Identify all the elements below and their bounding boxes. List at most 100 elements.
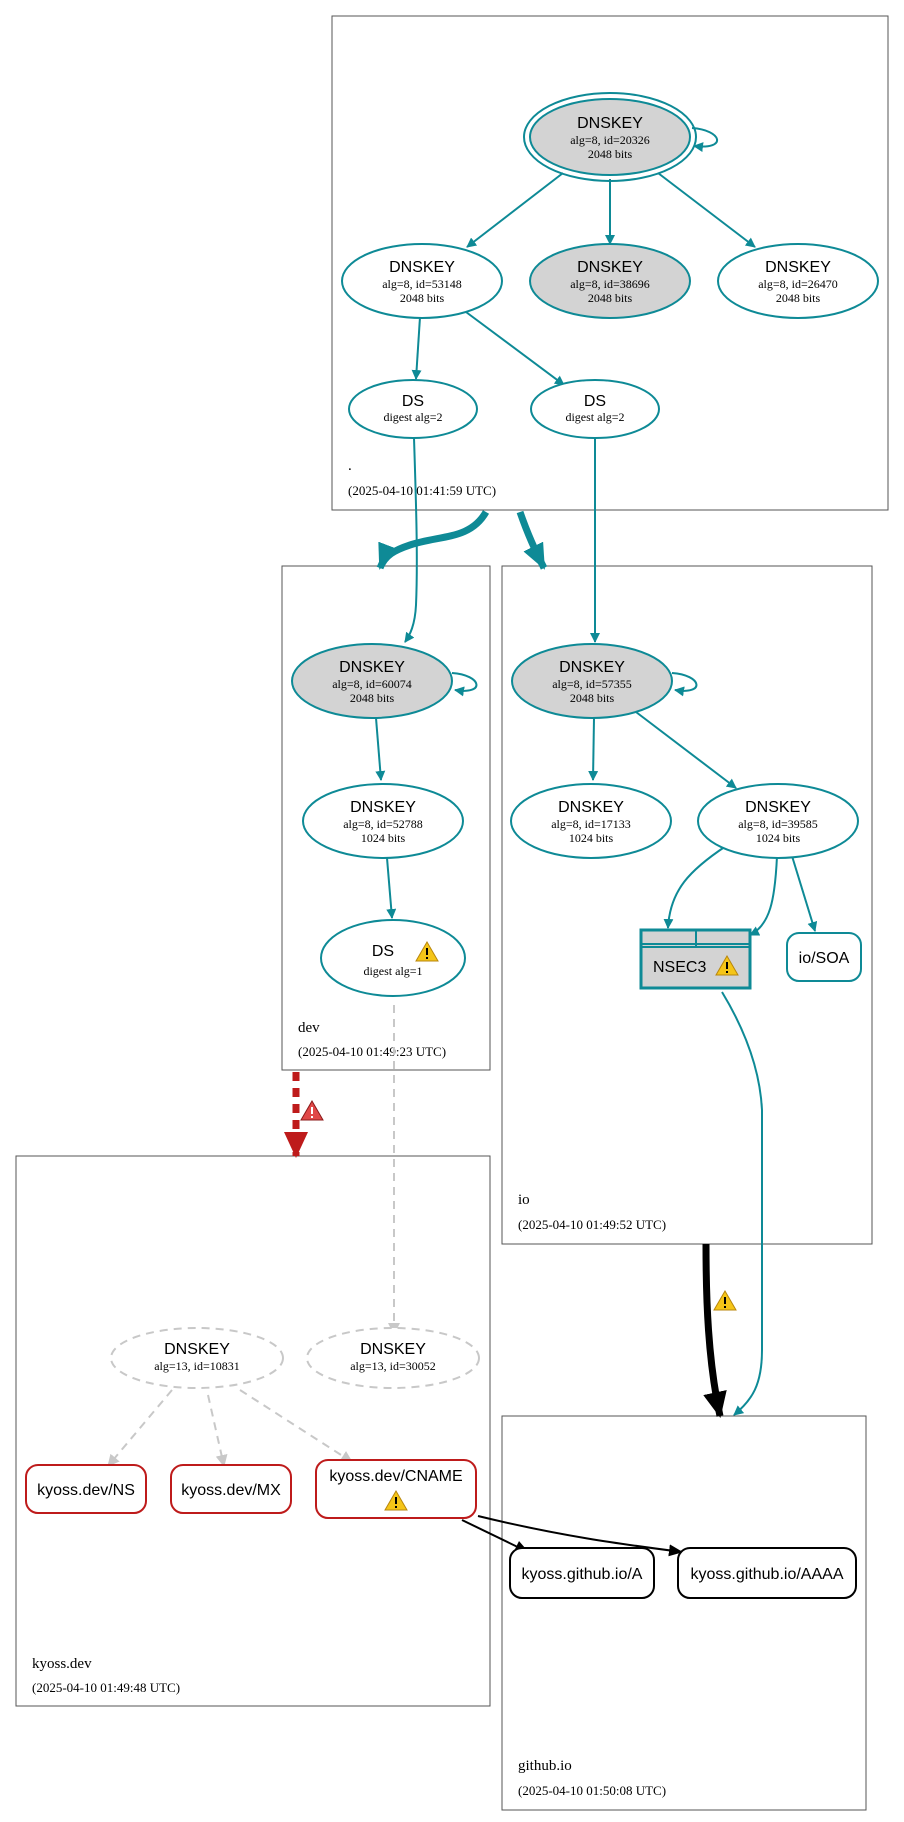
- zone-kyoss-time: (2025-04-10 01:49:48 UTC): [32, 1680, 180, 1695]
- zone-dev-time: (2025-04-10 01:49:23 UTC): [298, 1044, 446, 1059]
- edge-nsec3-github: [721, 991, 763, 1416]
- edge-root-ksk-zsk3: [657, 172, 756, 248]
- edges: [107, 127, 818, 1557]
- edge-root-ksk-zsk1: [466, 172, 564, 248]
- node-title: DNSKEY: [360, 1341, 426, 1358]
- node-github-a-title: kyoss.github.io/A: [522, 1566, 643, 1583]
- warning-icon: [384, 1490, 408, 1511]
- node-io-zsk-39585[interactable]: DNSKEY alg=8, id=39585 1024 bits: [697, 783, 859, 859]
- zone-github-name: github.io: [518, 1758, 572, 1774]
- node-root-ksk-id: alg=8, id=20326: [570, 133, 650, 147]
- edge-kyoss-key1-mx: [207, 1394, 228, 1467]
- node-dev-ksk[interactable]: DNSKEY alg=8, id=60074 2048 bits: [291, 643, 453, 719]
- edge-dev-zsk-ds: [386, 857, 397, 919]
- edge-dev-ksk-zsk: [375, 717, 386, 781]
- node-title: DS: [584, 393, 606, 410]
- node-ds-kyoss[interactable]: DS digest alg=1: [320, 919, 466, 997]
- edge-ds-dev-ksk: [404, 437, 418, 643]
- node-kyoss-ns-title: kyoss.dev/NS: [37, 1482, 135, 1499]
- zone-io-time: (2025-04-10 01:49:52 UTC): [518, 1217, 666, 1232]
- edge-io-ksk-zsk1: [588, 717, 599, 781]
- warning-icon: [715, 955, 739, 976]
- node-root-ksk[interactable]: DNSKEY alg=8, id=20326 2048 bits: [523, 92, 697, 182]
- zone-root: . (2025-04-10 01:41:59 UTC): [331, 15, 889, 511]
- node-kyoss-mx[interactable]: kyoss.dev/MX: [170, 1464, 292, 1514]
- edge-deleg-io-github: [702, 1243, 727, 1418]
- error-icon: [300, 1100, 324, 1121]
- node-nsec3-title: NSEC3: [653, 959, 706, 976]
- node-title: DNSKEY: [389, 259, 455, 276]
- warning-icon: [415, 941, 439, 962]
- node-io-zsk-17133[interactable]: DNSKEY alg=8, id=17133 1024 bits: [510, 783, 672, 859]
- edge-cname-aaaa: [477, 1515, 683, 1557]
- edge-kyoss-key1-ns: [107, 1389, 173, 1467]
- node-bits: 2048 bits: [570, 691, 615, 705]
- node-id: alg=8, id=57355: [552, 677, 632, 691]
- edge-io-zsk2-soa: [791, 855, 818, 932]
- edge-io-ksk-self: [671, 672, 698, 697]
- node-title: DNSKEY: [577, 259, 643, 276]
- node-bits: 2048 bits: [776, 291, 821, 305]
- node-io-ksk[interactable]: DNSKEY alg=8, id=57355 2048 bits: [511, 643, 673, 719]
- node-id: alg=8, id=60074: [332, 677, 412, 691]
- node-github-aaaa[interactable]: kyoss.github.io/AAAA: [677, 1547, 857, 1599]
- node-root-zsk-26470[interactable]: DNSKEY alg=8, id=26470 2048 bits: [717, 243, 879, 319]
- node-bits: 1024 bits: [756, 831, 801, 845]
- node-title: DNSKEY: [558, 799, 624, 816]
- edge-io-ksk-zsk2: [635, 711, 737, 789]
- zone-dev-name: dev: [298, 1020, 320, 1036]
- node-root-zsk-53148[interactable]: DNSKEY alg=8, id=53148 2048 bits: [341, 243, 503, 319]
- node-title: DNSKEY: [745, 799, 811, 816]
- node-github-a[interactable]: kyoss.github.io/A: [509, 1547, 655, 1599]
- node-io-soa-title: io/SOA: [799, 950, 850, 967]
- edge-kyoss-key1-cname: [239, 1389, 353, 1463]
- node-kyoss-cname[interactable]: kyoss.dev/CNAME: [315, 1459, 477, 1519]
- node-id: alg=8, id=39585: [738, 817, 818, 831]
- node-title: DS: [402, 393, 424, 410]
- edge-deleg-root-dev: [376, 510, 490, 570]
- node-id: alg=13, id=10831: [154, 1359, 240, 1373]
- edge-deleg-root-io: [516, 510, 548, 570]
- node-title: DNSKEY: [164, 1341, 230, 1358]
- zone-kyoss-name: kyoss.dev: [32, 1656, 92, 1672]
- node-root-zsk-38696[interactable]: DNSKEY alg=8, id=38696 2048 bits: [529, 243, 691, 319]
- node-id: alg=13, id=30052: [350, 1359, 436, 1373]
- warning-icon: [713, 1290, 737, 1311]
- zone-io-name: io: [518, 1192, 530, 1208]
- node-root-ksk-title: DNSKEY: [577, 115, 643, 132]
- node-ds-io[interactable]: DS digest alg=2: [530, 379, 660, 439]
- zone-kyoss-dev: kyoss.dev (2025-04-10 01:49:48 UTC): [15, 1155, 491, 1707]
- node-bits: 2048 bits: [400, 291, 445, 305]
- node-title: DS: [372, 943, 394, 960]
- node-kyoss-dnskey-30052[interactable]: DNSKEY alg=13, id=30052: [306, 1327, 480, 1389]
- node-ds-dev[interactable]: DS digest alg=2: [348, 379, 478, 439]
- edge-zsk1-ds-dev: [411, 316, 422, 380]
- node-bits: 1024 bits: [569, 831, 614, 845]
- edge-root-ksk-self: [691, 127, 718, 153]
- node-id: alg=8, id=26470: [758, 277, 838, 291]
- node-github-aaaa-title: kyoss.github.io/AAAA: [691, 1566, 844, 1583]
- zone-github-io: github.io (2025-04-10 01:50:08 UTC): [501, 1415, 867, 1811]
- zone-root-time: (2025-04-10 01:41:59 UTC): [348, 483, 496, 498]
- edge-io-zsk2-nsec3-a: [663, 845, 727, 929]
- node-bits: 2048 bits: [588, 291, 633, 305]
- node-title: DNSKEY: [765, 259, 831, 276]
- node-nsec3[interactable]: NSEC3: [639, 928, 752, 990]
- node-kyoss-ns[interactable]: kyoss.dev/NS: [25, 1464, 147, 1514]
- node-id: alg=8, id=38696: [570, 277, 650, 291]
- node-id: alg=8, id=17133: [551, 817, 631, 831]
- node-io-soa[interactable]: io/SOA: [786, 932, 862, 982]
- zone-root-name: .: [348, 458, 352, 474]
- node-kyoss-dnskey-10831[interactable]: DNSKEY alg=13, id=10831: [110, 1327, 284, 1389]
- edge-dev-ksk-self: [451, 672, 478, 697]
- edge-zsk1-ds-io: [465, 311, 565, 386]
- node-digest: digest alg=2: [383, 410, 442, 424]
- node-kyoss-mx-title: kyoss.dev/MX: [181, 1482, 281, 1499]
- node-id: alg=8, id=53148: [382, 277, 462, 291]
- zone-github-time: (2025-04-10 01:50:08 UTC): [518, 1783, 666, 1798]
- node-dev-zsk[interactable]: DNSKEY alg=8, id=52788 1024 bits: [302, 783, 464, 859]
- node-title: DNSKEY: [339, 659, 405, 676]
- zone-io: io (2025-04-10 01:49:52 UTC): [501, 565, 873, 1245]
- node-digest: digest alg=2: [565, 410, 624, 424]
